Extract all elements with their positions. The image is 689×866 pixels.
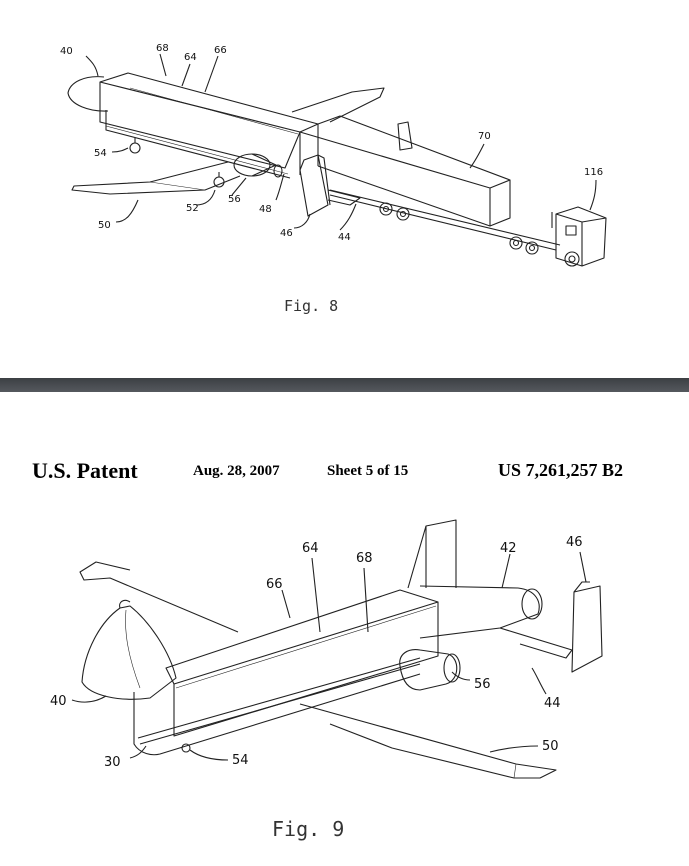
fig9-far-wing bbox=[79, 561, 239, 633]
fig8-far-wing bbox=[291, 87, 385, 123]
fig8-label-40: 40 bbox=[60, 46, 73, 57]
fig9-vertical-fin bbox=[407, 519, 457, 589]
fig8-label-56: 56 bbox=[228, 194, 241, 205]
fig9-engine bbox=[399, 649, 458, 691]
fig8-label-66: 66 bbox=[214, 45, 227, 56]
fig8-trailer-wheels bbox=[379, 202, 580, 267]
fig8-label-116: 116 bbox=[584, 167, 603, 178]
fig8-label-44: 44 bbox=[338, 232, 351, 243]
fig9-label-66: 66 bbox=[266, 577, 283, 592]
fig8-label-70: 70 bbox=[478, 131, 491, 142]
fig9-caption: Fig. 9 bbox=[272, 817, 344, 841]
patent-page-fig8: 40 68 64 66 54 52 56 48 50 46 44 70 116 … bbox=[0, 0, 689, 378]
fig8-nose bbox=[67, 76, 109, 112]
fig8-gear-52 bbox=[213, 176, 225, 188]
fig9-near-wing bbox=[299, 703, 557, 779]
fig9-label-42: 42 bbox=[500, 541, 517, 556]
fig8-container bbox=[99, 72, 319, 175]
fig9-fuselage bbox=[133, 673, 421, 756]
fig8-gear-54 bbox=[129, 142, 141, 154]
fig9-label-40: 40 bbox=[50, 694, 67, 709]
fig9-tail-fin-46 bbox=[571, 585, 603, 673]
fig8-label-46: 46 bbox=[280, 228, 293, 239]
fig9-label-46: 46 bbox=[566, 535, 583, 550]
fig9-nose bbox=[81, 605, 177, 700]
fig9-label-30: 30 bbox=[104, 755, 121, 770]
fig8-truck-cab bbox=[555, 206, 607, 267]
fig9-label-50: 50 bbox=[542, 739, 559, 754]
patent-number: US 7,261,257 B2 bbox=[498, 460, 624, 480]
fig8-tail-fin-46 bbox=[299, 154, 329, 217]
fig9-label-56: 56 bbox=[474, 677, 491, 692]
fig9-gear-54 bbox=[181, 743, 191, 753]
fig8-label-50: 50 bbox=[98, 220, 111, 231]
fig8-label-54: 54 bbox=[94, 148, 107, 159]
fig8-label-68: 68 bbox=[156, 43, 169, 54]
fig9-label-54: 54 bbox=[232, 753, 249, 768]
page-separator bbox=[0, 378, 689, 392]
fig8-drawing: 40 68 64 66 54 52 56 48 50 46 44 70 116 … bbox=[60, 43, 607, 315]
fig8-trailer-box bbox=[299, 115, 511, 227]
fig9-container bbox=[165, 589, 439, 685]
fig9-drawing: 64 68 42 46 66 40 56 44 50 30 54 Fig. 9 bbox=[50, 519, 603, 841]
patent-page-fig9: U.S. Patent Aug. 28, 2007 Sheet 5 of 15 … bbox=[0, 392, 689, 866]
fig8-near-wing bbox=[71, 161, 241, 195]
fig8-caption: Fig. 8 bbox=[284, 297, 338, 315]
patent-title: U.S. Patent bbox=[32, 458, 138, 483]
fig8-label-48: 48 bbox=[259, 204, 272, 215]
patent-date: Aug. 28, 2007 bbox=[193, 463, 280, 479]
fig8-label-64: 64 bbox=[184, 52, 197, 63]
patent-sheet: Sheet 5 of 15 bbox=[327, 463, 409, 479]
fig8-top-fin bbox=[397, 121, 413, 151]
fig9-label-68: 68 bbox=[356, 551, 373, 566]
patent-header: U.S. Patent Aug. 28, 2007 Sheet 5 of 15 … bbox=[0, 458, 689, 488]
fig9-label-64: 64 bbox=[302, 541, 319, 556]
fig9-label-44: 44 bbox=[544, 696, 561, 711]
fig8-label-52: 52 bbox=[186, 203, 199, 214]
